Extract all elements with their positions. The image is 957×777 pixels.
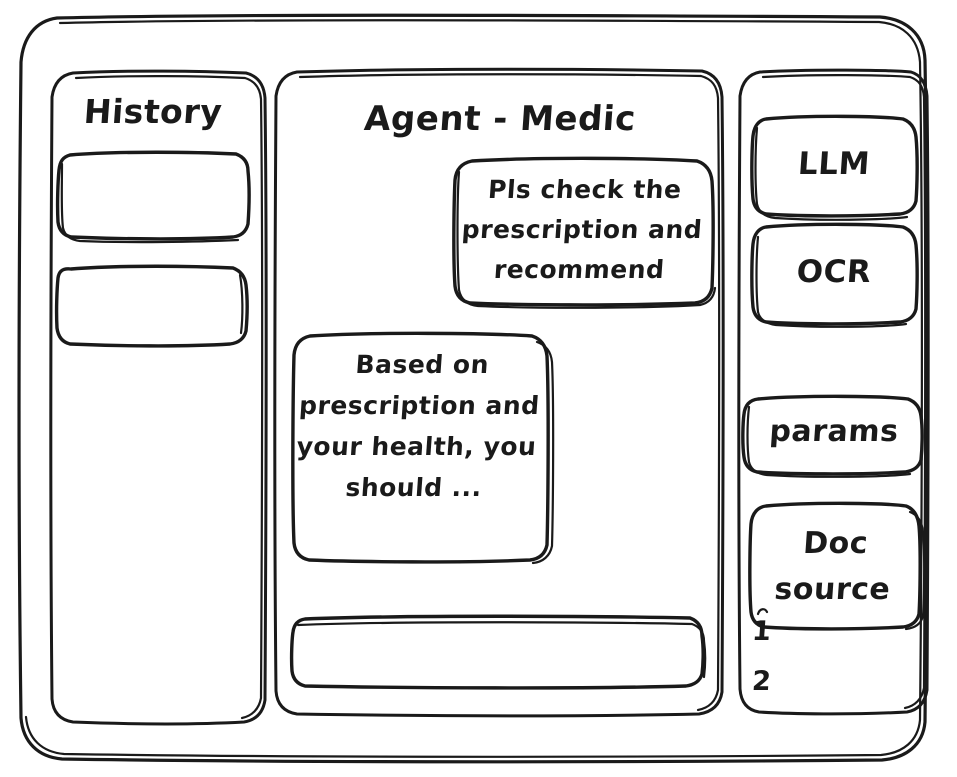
tools-panel	[740, 72, 928, 713]
history-item-2[interactable]	[57, 266, 247, 345]
main-panel	[276, 71, 723, 715]
history-item-1[interactable]	[58, 152, 248, 240]
